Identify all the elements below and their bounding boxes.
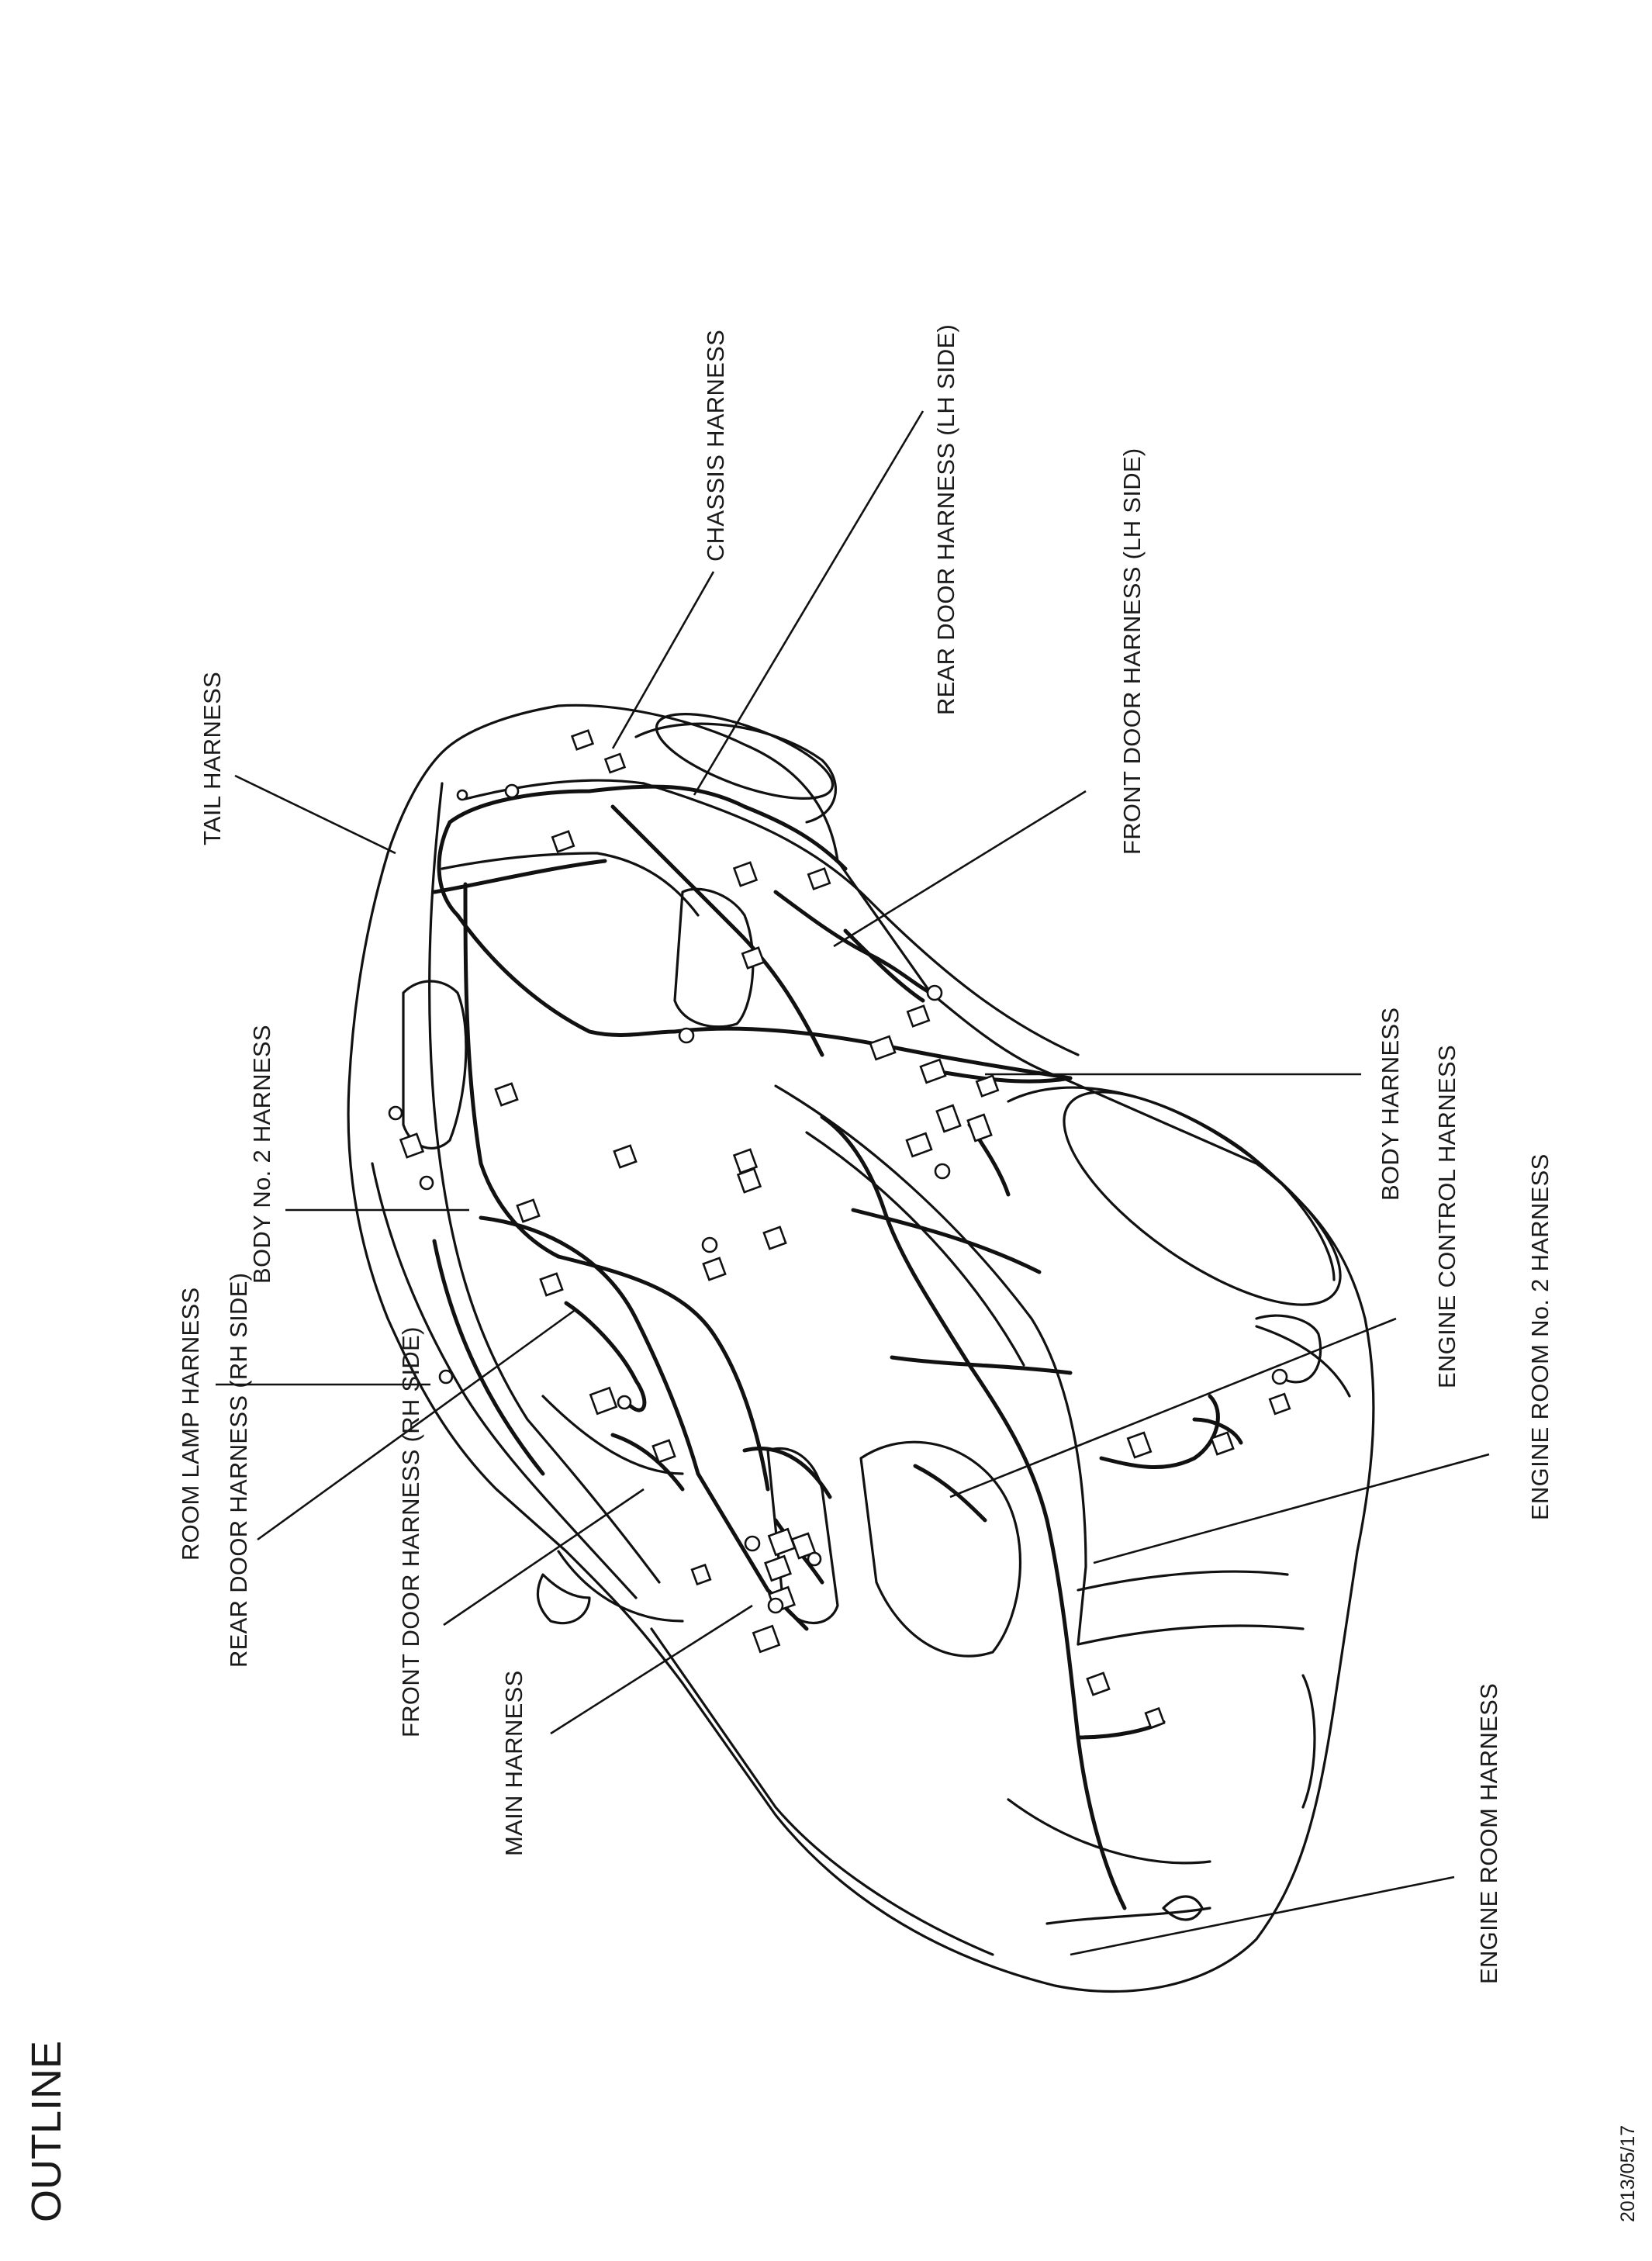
leader-main [550,1604,753,1735]
connector-20 [539,1272,564,1297]
connector-33 [1086,1672,1111,1696]
label-chassis-harness: CHASSIS HARNESS [702,330,729,562]
connector-34 [1144,1706,1166,1730]
clips [388,783,1288,1614]
page-title: OUTLINE [23,2041,70,2222]
leader-rear-door-lh [693,410,924,796]
leader-engine-room-no2 [1093,1453,1490,1564]
connector-3 [603,752,627,774]
connector-35 [1268,1392,1291,1416]
label-body-no2-harness: BODY No. 2 HARNESS [248,1025,275,1284]
label-engine-room-no2-harness: ENGINE ROOM No. 2 HARNESS [1526,1153,1554,1520]
label-tail-harness: TAIL HARNESS [199,672,226,845]
leader-lines [216,410,1490,1956]
connector-9 [919,1058,947,1084]
label-main-harness: MAIN HARNESS [500,1670,527,1856]
label-rear-door-harness-lh: REAR DOOR HARNESS (LH SIDE) [932,324,959,715]
label-front-door-harness-rh: FRONT DOOR HARNESS (RH SIDE) [397,1326,424,1737]
connector-6 [741,946,766,970]
leader-engine-control [949,1317,1397,1499]
harness-routing [432,784,1243,1910]
leader-engine-room [1070,1876,1455,1956]
label-room-lamp-harness: ROOM LAMP HARNESS [177,1288,204,1561]
connector-27 [764,1554,792,1582]
connector-10 [975,1074,1000,1098]
leader-tail [234,774,396,855]
label-rear-door-harness-rh: REAR DOOR HARNESS (RH SIDE) [225,1273,252,1668]
document-date: 2013/05/17 [1617,2125,1639,2222]
connector-2 [570,729,595,751]
connector-23 [651,1439,676,1464]
connector-29 [752,1624,781,1654]
connector-8 [869,1035,897,1061]
leader-chassis [611,571,715,749]
label-front-door-harness-lh: FRONT DOOR HARNESS (LH SIDE) [1118,448,1146,855]
connector-30 [690,1563,712,1586]
leader-front-door-lh [833,790,1087,948]
leader-rear-door-rh [257,1309,575,1541]
connector-24 [399,1132,425,1159]
connector-15 [736,1167,762,1194]
connectors [399,729,1291,1730]
connector-26 [790,1532,817,1560]
label-engine-room-harness: ENGINE ROOM HARNESS [1475,1683,1502,1984]
connector-17 [494,1082,519,1107]
connector-25 [767,1527,797,1557]
label-engine-control-harness: ENGINE CONTROL HARNESS [1433,1045,1460,1388]
connector-7 [906,1004,931,1028]
connector-5 [807,867,831,890]
connector-22 [589,1386,618,1416]
labels: CHASSIS HARNESS REAR DOOR HARNESS (LH SI… [177,324,1554,1984]
connector-21 [702,1257,727,1281]
vehicle-body-outline [347,704,1375,1993]
connector-32 [1210,1431,1235,1456]
connector-16 [762,1226,787,1250]
connector-12 [966,1113,993,1143]
connector-4 [732,861,759,887]
connector-31 [1126,1431,1153,1459]
leader-front-door-rh [443,1488,645,1627]
connector-1 [551,830,575,853]
connector-19 [516,1198,541,1223]
connector-18 [613,1144,638,1169]
connector-13 [905,1132,933,1158]
connector-11 [935,1104,962,1133]
label-body-harness: BODY HARNESS [1377,1008,1404,1201]
